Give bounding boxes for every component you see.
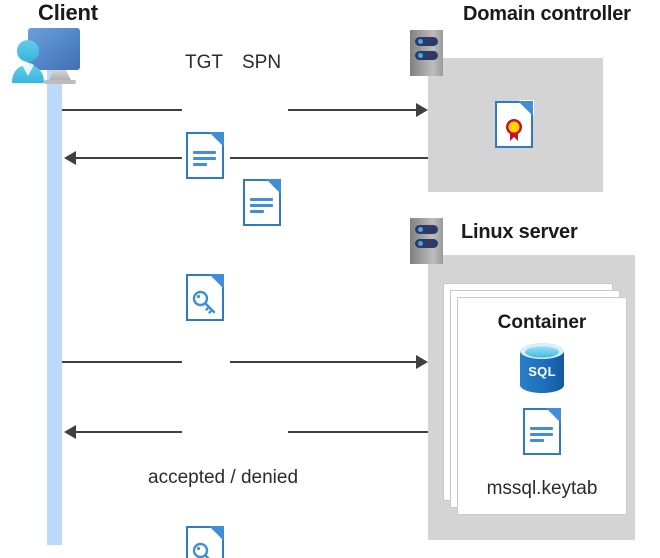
sql-database-cylinder-icon: SQL (519, 342, 565, 394)
document-key-icon-top (186, 273, 225, 321)
page-title-domain-controller: Domain controller (463, 3, 631, 25)
flow-line-4-right (288, 431, 428, 433)
page-title-client: Client (38, 0, 98, 25)
flow-line-3-right (230, 361, 416, 363)
document-keytab-icon (523, 407, 562, 455)
flow-3-arrowhead (416, 355, 428, 369)
flow-line-4-left (76, 431, 182, 433)
flow-line-1-left (62, 109, 182, 111)
keytab-filename: mssql.keytab (486, 478, 598, 499)
page-title-linux-server: Linux server (461, 221, 578, 243)
client-workstation-user-icon (8, 26, 108, 88)
document-key-icon-bottom (186, 525, 225, 558)
document-ticket-icon-spn (243, 178, 282, 226)
document-ticket-icon-tgt (186, 131, 225, 179)
client-lifeline (47, 62, 62, 545)
flow-line-2-left (76, 157, 182, 159)
server-rack-icon (410, 218, 443, 264)
accepted-denied-caption: accepted / denied (148, 467, 299, 488)
container-card: Container (457, 297, 627, 515)
document-certificate-icon (495, 100, 534, 148)
flow-line-2-right (230, 157, 428, 159)
flow-4-arrowhead (64, 425, 76, 439)
flow-line-3-left (62, 361, 182, 363)
sql-label: SQL (528, 364, 556, 379)
container-title: Container (497, 312, 587, 333)
tgt-label: TGT (185, 52, 223, 73)
server-rack-icon (410, 30, 443, 76)
spn-label: SPN (242, 52, 282, 73)
flow-1-arrowhead (416, 103, 428, 117)
flow-2-arrowhead (64, 151, 76, 165)
flow-line-1-right (288, 109, 416, 111)
